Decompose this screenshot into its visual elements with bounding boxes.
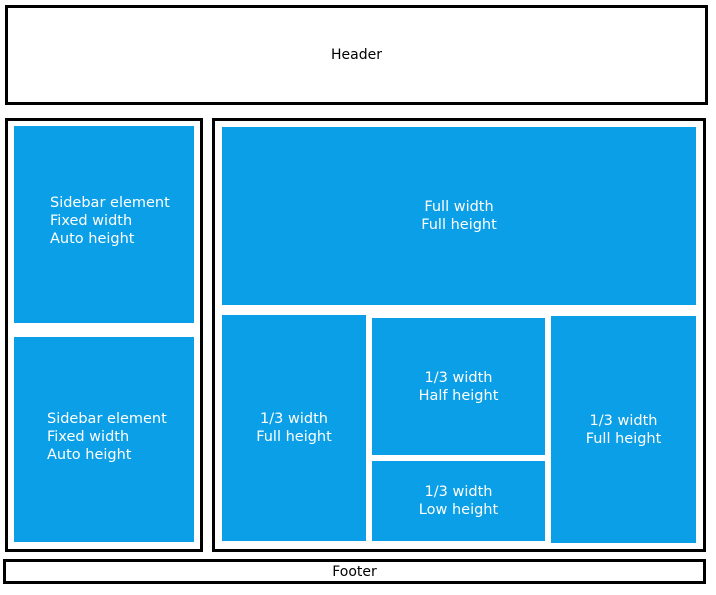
third-width-full-height-left-text: 1/3 width Full height — [222, 410, 366, 446]
third-width-full-height-left-panel: 1/3 width Full height — [222, 315, 366, 541]
third-width-half-height-line2: Half height — [418, 387, 499, 404]
sidebar-element-1: Sidebar element Fixed width Auto height — [14, 126, 194, 323]
sidebar-element-1-line2: Fixed width — [50, 213, 133, 229]
third-width-half-height-panel: 1/3 width Half height — [372, 318, 545, 455]
footer-frame: Footer — [3, 559, 706, 584]
sidebar-element-1-text: Sidebar element Fixed width Auto height — [50, 194, 170, 248]
sidebar-element-2-text: Sidebar element Fixed width Auto height — [47, 410, 167, 464]
third-width-half-height-text: 1/3 width Half height — [372, 369, 545, 405]
header-frame: Header — [5, 5, 708, 105]
sidebar-element-2: Sidebar element Fixed width Auto height — [14, 337, 194, 542]
third-width-low-height-line1: 1/3 width — [424, 484, 493, 500]
full-width-panel-line2: Full height — [421, 217, 497, 233]
third-width-full-height-right-panel: 1/3 width Full height — [551, 316, 696, 543]
third-width-low-height-panel: 1/3 width Low height — [372, 461, 545, 541]
third-width-full-height-right-line2: Full height — [585, 430, 662, 447]
sidebar-element-2-line3: Auto height — [47, 447, 132, 463]
sidebar-element-2-line1: Sidebar element — [47, 411, 167, 427]
footer-label: Footer — [332, 563, 377, 580]
third-width-full-height-left-line1: 1/3 width — [260, 411, 328, 427]
sidebar-element-1-line1: Sidebar element — [50, 195, 170, 211]
third-width-full-height-left-line2: Full height — [256, 429, 332, 445]
third-width-full-height-right-line1: 1/3 width — [589, 412, 658, 429]
third-width-low-height-line2: Low height — [418, 502, 499, 518]
full-width-panel-line1: Full width — [424, 199, 494, 215]
full-width-panel-text: Full width Full height — [222, 198, 696, 234]
sidebar-element-1-line3: Auto height — [50, 231, 135, 247]
sidebar-element-2-line2: Fixed width — [47, 429, 130, 445]
full-width-panel: Full width Full height — [222, 127, 696, 305]
header-label: Header — [331, 47, 382, 63]
third-width-half-height-line1: 1/3 width — [424, 369, 493, 386]
third-width-low-height-text: 1/3 width Low height — [372, 483, 545, 519]
third-width-full-height-right-text: 1/3 width Full height — [551, 412, 696, 448]
